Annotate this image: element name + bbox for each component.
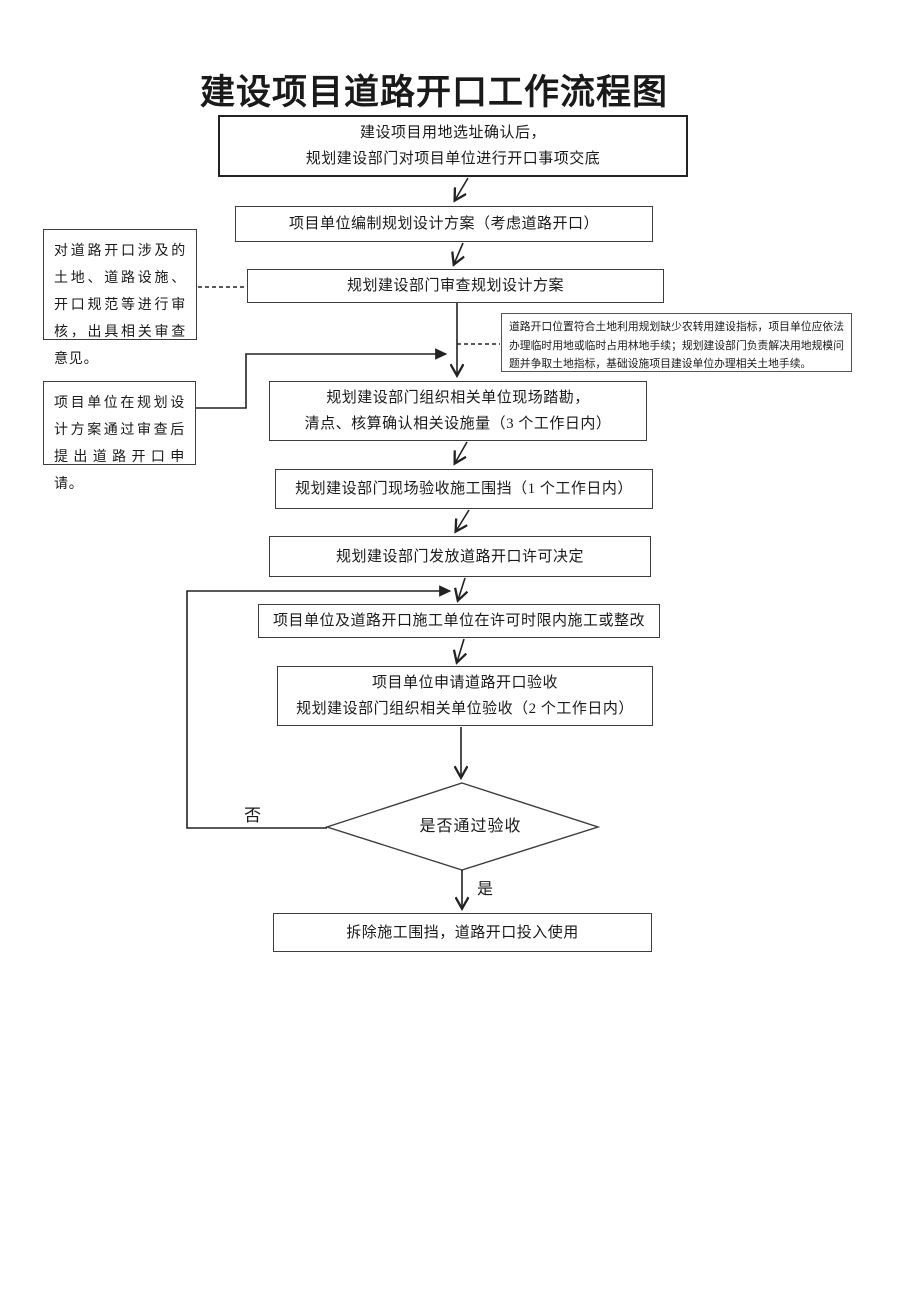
arrow-survey-to-fence xyxy=(455,441,468,463)
node-review: 规划建设部门审查规划设计方案 xyxy=(247,269,664,303)
node-fence-check: 规划建设部门现场验收施工围挡（1 个工作日内） xyxy=(275,469,653,509)
link-apply-to-flow xyxy=(196,348,448,409)
branch-yes-label: 是 xyxy=(477,881,495,898)
page-title: 建设项目道路开口工作流程图 xyxy=(200,73,669,112)
arrow-fence-to-permit xyxy=(456,509,470,531)
node-acceptance-line1: 项目单位申请道路开口验收 xyxy=(371,675,558,691)
annotation-apply-note-text: 项目单位在规划设计方案通过审查后提出道路开口申请。 xyxy=(54,396,185,492)
node-review-label: 规划建设部门审查规划设计方案 xyxy=(346,278,564,294)
node-start: 建设项目用地选址确认后， 规划建设部门对项目单位进行开口事项交底 xyxy=(218,115,688,177)
annotation-land-note-text: 道路开口位置符合土地利用规划缺少农转用建设指标，项目单位应依法办理临时用地或临时… xyxy=(509,321,844,370)
node-permit: 规划建设部门发放道路开口许可决定 xyxy=(269,536,651,577)
node-construct: 项目单位及道路开口施工单位在许可时限内施工或整改 xyxy=(258,604,660,638)
branch-no-label: 否 xyxy=(244,806,262,825)
node-end: 拆除施工围挡，道路开口投入使用 xyxy=(273,913,652,952)
node-fence-check-label: 规划建设部门现场验收施工围挡（1 个工作日内） xyxy=(295,481,633,497)
node-survey: 规划建设部门组织相关单位现场踏勘， 清点、核算确认相关设施量（3 个工作日内） xyxy=(269,381,647,441)
node-acceptance: 项目单位申请道路开口验收 规划建设部门组织相关单位验收（2 个工作日内） xyxy=(277,666,653,726)
decision-label: 是否通过验收 xyxy=(419,818,522,835)
arrow-permit-to-construct xyxy=(458,577,465,600)
node-design: 项目单位编制规划设计方案（考虑道路开口） xyxy=(235,206,653,242)
annotation-apply-note: 项目单位在规划设计方案通过审查后提出道路开口申请。 xyxy=(43,381,196,492)
arrow-construct-to-accept xyxy=(457,638,464,662)
node-construct-label: 项目单位及道路开口施工单位在许可时限内施工或整改 xyxy=(272,613,645,629)
annotation-land-note: 道路开口位置符合土地利用规划缺少农转用建设指标，项目单位应依法办理临时用地或临时… xyxy=(501,313,852,372)
node-start-line2: 规划建设部门对项目单位进行开口事项交底 xyxy=(305,151,601,167)
node-survey-line1: 规划建设部门组织相关单位现场踏勘， xyxy=(326,390,590,406)
feedback-no-loop xyxy=(186,585,452,829)
arrow-start-to-design xyxy=(455,177,469,200)
node-end-label: 拆除施工围挡，道路开口投入使用 xyxy=(346,924,579,941)
node-permit-label: 规划建设部门发放道路开口许可决定 xyxy=(335,548,584,565)
annotation-review-note: 对道路开口涉及的土地、道路设施、开口规范等进行审核，出具相关审查意见。 xyxy=(43,229,197,367)
node-acceptance-line2: 规划建设部门组织相关单位验收（2 个工作日内） xyxy=(296,701,634,717)
annotation-review-note-text: 对道路开口涉及的土地、道路设施、开口规范等进行审核，出具相关审查意见。 xyxy=(54,244,186,367)
node-survey-line2: 清点、核算确认相关设施量（3 个工作日内） xyxy=(304,416,612,432)
node-design-label: 项目单位编制规划设计方案（考虑道路开口） xyxy=(288,216,599,232)
node-start-line1: 建设项目用地选址确认后， xyxy=(359,125,546,141)
arrow-design-to-review xyxy=(454,242,463,264)
